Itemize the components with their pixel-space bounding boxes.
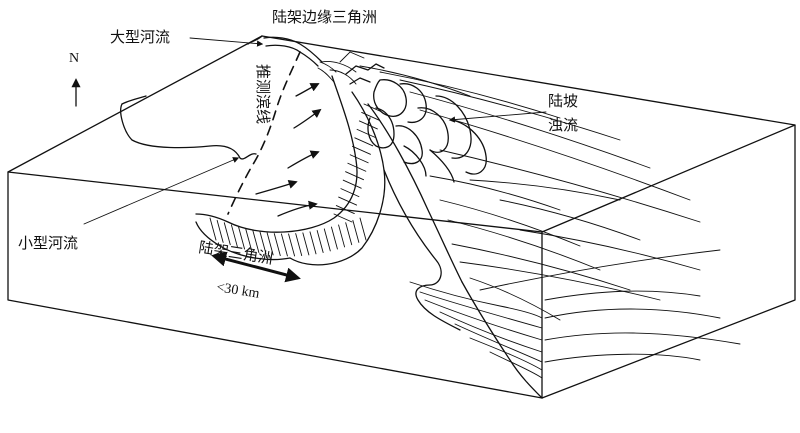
line-segment xyxy=(309,231,317,255)
line-segment xyxy=(354,137,374,147)
line-segment xyxy=(345,171,364,181)
line-segment xyxy=(223,222,231,246)
line-segment xyxy=(439,149,701,223)
line-segment xyxy=(340,188,360,198)
large-river-label: 大型河流 xyxy=(110,28,170,46)
turbidite-lobes xyxy=(367,79,487,183)
line-segment xyxy=(479,249,721,291)
line-segment xyxy=(352,219,360,243)
line-segment xyxy=(519,229,701,271)
line-segment xyxy=(345,222,353,246)
line-segment xyxy=(347,162,367,172)
line-segment xyxy=(266,232,274,256)
line-segment xyxy=(409,91,651,169)
basin-flow-lines xyxy=(359,65,721,321)
inferred-shoreline-line xyxy=(227,51,301,215)
line-segment xyxy=(469,179,621,201)
line-segment xyxy=(447,219,601,271)
line-segment xyxy=(316,230,324,253)
line-segment xyxy=(238,226,246,250)
line-segment xyxy=(295,233,303,257)
line-segment xyxy=(359,65,471,97)
scale-bar: <30 km xyxy=(211,251,301,302)
slope-turbidite-label-2: 浊流 xyxy=(548,116,578,134)
line-segment xyxy=(349,154,369,164)
line-segment xyxy=(209,217,217,241)
line-segment xyxy=(230,224,238,248)
slope-hachures xyxy=(209,103,383,257)
progradation-arrows xyxy=(255,83,322,217)
line-segment xyxy=(302,232,310,256)
shelf-margin-delta-channels xyxy=(321,51,385,85)
line-segment xyxy=(333,213,353,223)
line-segment xyxy=(451,243,631,291)
line-segment xyxy=(338,224,346,248)
shelf-margin-delta-label: 陆架边缘三角洲 xyxy=(272,8,377,26)
north-arrow: N xyxy=(69,51,81,107)
line-segment xyxy=(379,71,561,119)
line-segment xyxy=(273,233,281,257)
coastline xyxy=(120,35,263,160)
slope-turbidite-label-1: 陆坡 xyxy=(548,92,578,110)
line-segment xyxy=(330,226,338,250)
large-river xyxy=(263,36,337,83)
line-segment xyxy=(361,112,381,121)
line-segment xyxy=(323,228,331,252)
line-segment xyxy=(252,230,260,253)
line-segment xyxy=(352,145,371,155)
scale-label: <30 km xyxy=(215,280,260,302)
line-segment xyxy=(469,277,561,321)
inferred-shoreline-label: 推测滨线 xyxy=(254,64,272,124)
line-segment xyxy=(245,228,253,252)
line-segment xyxy=(439,199,581,247)
small-river-label: 小型河流 xyxy=(18,234,78,252)
line-segment xyxy=(288,233,296,257)
line-segment xyxy=(459,261,661,301)
north-label: N xyxy=(69,51,79,66)
line-segment xyxy=(359,217,367,241)
line-segment xyxy=(259,231,267,255)
line-segment xyxy=(429,175,561,211)
line-segment xyxy=(342,179,362,189)
line-segment xyxy=(499,199,641,241)
leader-lines xyxy=(83,37,547,225)
line-segment xyxy=(356,128,376,138)
line-segment xyxy=(363,103,383,113)
line-segment xyxy=(338,196,358,206)
line-segment xyxy=(280,233,288,257)
line-segment xyxy=(216,219,224,243)
line-segment xyxy=(335,205,355,214)
line-segment xyxy=(399,79,621,141)
block-outline xyxy=(7,35,796,399)
